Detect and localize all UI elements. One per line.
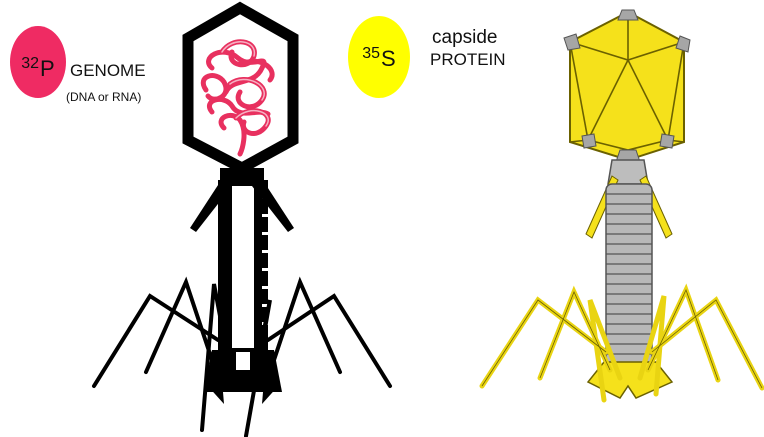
genome-coil: [203, 42, 272, 154]
capsid-tail-fiber-outlines: [482, 290, 762, 388]
phage-tail-pins: [206, 380, 280, 404]
capsid-facets: [570, 12, 684, 160]
capside-label: capside: [432, 27, 498, 49]
phage-head-outline: [188, 8, 293, 168]
capsid-collar: [608, 160, 648, 184]
genome-label: GENOME: [70, 61, 146, 81]
capsid-baseplate: [588, 362, 672, 398]
sulfur-35-label: 35S: [362, 46, 395, 70]
phage-capsid-illustration: [482, 10, 762, 400]
phage-baseplate-notch: [236, 352, 250, 370]
capsid-vertices: [564, 10, 690, 162]
phage-tail-ribs: [262, 196, 268, 325]
phage-baseplate: [204, 350, 282, 392]
capsid-head: [570, 12, 684, 160]
phosphorus-32-badge: 32P: [10, 26, 66, 98]
capsid-whiskers: [586, 176, 672, 238]
genome-sublabel: (DNA or RNA): [66, 90, 141, 104]
phage-collar: [220, 168, 264, 180]
phage-tail-outer: [218, 180, 268, 350]
genome-coil-highlight: [222, 42, 268, 126]
phage-tail-core: [232, 186, 254, 348]
capsid-tail-sheath: [606, 184, 652, 364]
phage-whiskers: [190, 182, 294, 232]
phage-tail-fibers: [94, 282, 390, 436]
capsid-tail-fibers: [482, 290, 762, 400]
capsid-tail-rings: [606, 194, 652, 354]
protein-label: PROTEIN: [430, 50, 506, 70]
phosphorus-32-label: 32P: [21, 56, 54, 80]
sulfur-35-badge: 35S: [348, 16, 410, 98]
